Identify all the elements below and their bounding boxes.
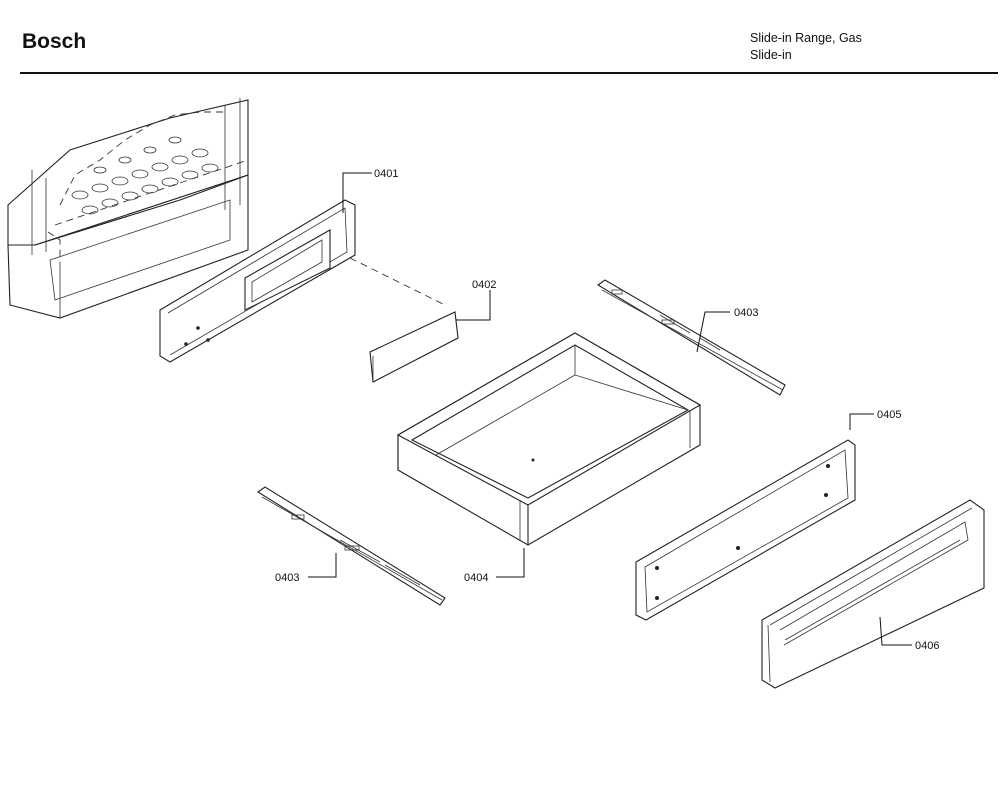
header-rule [20,72,998,74]
model-description: Slide-in Range, Gas Slide-in [750,30,862,64]
part-0403-slide-rail-upper [597,279,786,396]
part-0403-slide-rail-lower [257,486,446,606]
range-frame [7,98,249,319]
model-line-1: Slide-in Range, Gas [750,31,862,45]
alignment-dash-line [349,257,446,306]
part-label-0401: 0401 [374,168,398,180]
leader-lines [308,172,912,646]
part-label-0403-upper: 0403 [734,307,758,319]
part-label-0405: 0405 [877,409,901,421]
part-0402-cover-plate [369,311,459,383]
part-label-0406: 0406 [915,640,939,652]
part-label-0404: 0404 [464,572,488,584]
part-0404-drawer [396,332,702,546]
part-label-0403-lower: 0403 [275,572,299,584]
brand-title: Bosch [22,30,87,53]
part-0401-back-panel [159,199,356,363]
model-line-2: Slide-in [750,48,792,62]
part-0406-drawer-front [761,499,985,689]
part-label-0402: 0402 [472,279,496,291]
part-0405-inner-front-panel [635,439,856,621]
